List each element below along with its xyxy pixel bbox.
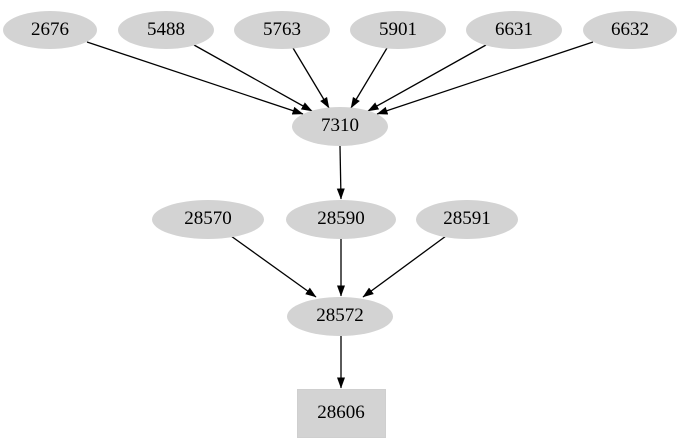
graph-edges xyxy=(86,41,594,389)
edge-7310-to-28590 xyxy=(336,145,345,200)
edge-28570-to-28572 xyxy=(230,235,317,298)
graph-node-6632: 6632 xyxy=(583,11,677,49)
edge-5763-to-7310 xyxy=(292,47,330,109)
graph-node-5901: 5901 xyxy=(350,11,446,49)
edge-5901-to-7310 xyxy=(350,47,388,109)
graph-node-28590: 28590 xyxy=(286,199,396,239)
edge-5488-to-7310 xyxy=(193,44,313,112)
graph-node-28570: 28570 xyxy=(152,199,264,239)
graph-node-7310: 7310 xyxy=(292,106,388,146)
graph-node-2676: 2676 xyxy=(3,11,97,49)
graph-node-28591: 28591 xyxy=(416,199,518,239)
edge-6632-to-7310 xyxy=(376,41,594,115)
graph-node-5488: 5488 xyxy=(118,11,214,49)
graph-node-28606: 28606 xyxy=(296,388,386,438)
graph-node-28572: 28572 xyxy=(287,296,393,336)
edge-28591-to-28572 xyxy=(362,235,447,298)
graph-node-5763: 5763 xyxy=(234,11,330,49)
edge-6631-to-7310 xyxy=(367,44,487,112)
graph-node-6631: 6631 xyxy=(466,11,562,49)
edge-2676-to-7310 xyxy=(86,41,304,115)
